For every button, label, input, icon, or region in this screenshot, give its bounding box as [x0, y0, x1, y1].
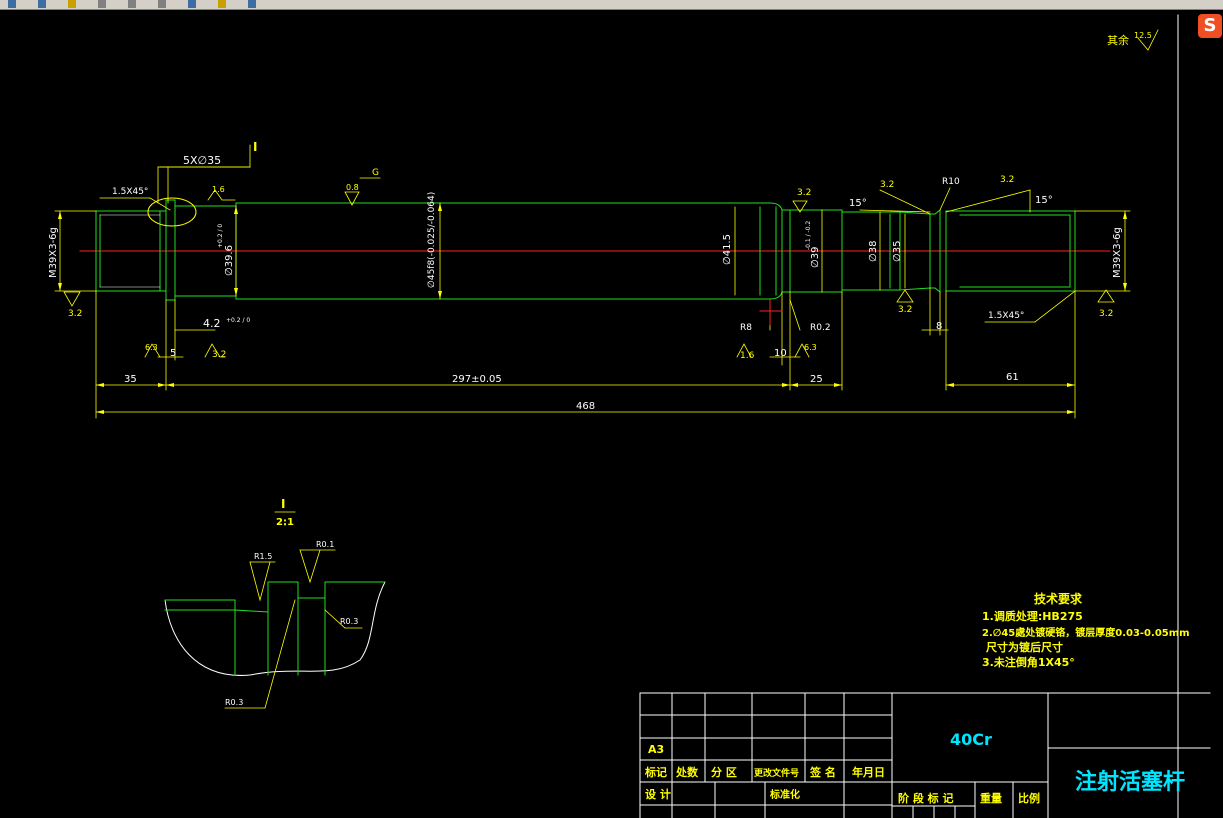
- part-name-label: 注射活塞杆: [1075, 769, 1185, 795]
- finish-note-label: 其余: [1107, 33, 1129, 47]
- zoom-prev-icon[interactable]: [128, 0, 136, 8]
- tb-header-1: 处数: [675, 765, 699, 779]
- properties-icon[interactable]: [158, 0, 166, 8]
- detail-r15: R1.5: [254, 552, 272, 561]
- dim-25: 25: [810, 374, 823, 385]
- thread-right-label: M39X3-6g: [1112, 227, 1123, 278]
- detail-r01: R0.1: [316, 540, 334, 549]
- roughness-r32-mid: 3.2: [212, 350, 226, 360]
- pan-icon[interactable]: [68, 0, 76, 8]
- dia-39-tol: -0.1 / -0.2: [805, 221, 812, 250]
- dim-8: 8: [936, 321, 942, 332]
- roughness-r32-top: 3.2: [797, 188, 811, 198]
- tech-req-line-1: 1.调质处理:HB275: [982, 609, 1083, 623]
- tech-req-line-3: 尺寸为镀后尺寸: [986, 640, 1063, 654]
- tech-req-title: 技术要求: [1034, 591, 1083, 606]
- detail-r03a: R0.3: [340, 617, 358, 626]
- thread-left-label: M39X3-6g: [48, 227, 59, 278]
- detail-r03b: R0.3: [225, 698, 243, 707]
- roughness-r63-right: 6.3: [804, 343, 817, 352]
- dia-38-label: ∅38: [868, 241, 879, 262]
- tb-standardization: 标准化: [769, 788, 800, 801]
- tb-stage-mark: 阶 段 标 记: [898, 791, 954, 805]
- dim-468: 468: [576, 401, 595, 412]
- roughness-r32-left: 3.2: [68, 309, 82, 319]
- chamfer-left-label: 1.5X45°: [112, 187, 148, 197]
- angle-left-label: 15°: [849, 198, 867, 209]
- ime-logo-icon[interactable]: S: [1198, 14, 1222, 38]
- tb-header-3: 更改文件号: [754, 767, 799, 779]
- redo-icon[interactable]: [38, 0, 46, 8]
- detail-circle: [147, 197, 197, 227]
- title-block-grid: [639, 692, 1211, 818]
- design-center-icon[interactable]: [188, 0, 196, 8]
- shaft-outline: [95, 199, 1076, 301]
- dimension-lines: [54, 144, 1131, 419]
- roughness-r16-bottom: 1.6: [740, 351, 755, 361]
- finish-note-value: 12.5: [1134, 31, 1152, 40]
- roughness-symbols: [63, 29, 1159, 358]
- dia-41-5-label: ∅41.5: [722, 234, 733, 265]
- tb-weight: 重量: [980, 791, 1002, 805]
- dim-297: 297±0.05: [452, 374, 502, 385]
- dim-35: 35: [124, 374, 137, 385]
- tb-scale: 比例: [1018, 791, 1040, 805]
- dia-39-label: ∅39: [810, 247, 821, 268]
- section-marker: I: [253, 140, 257, 154]
- roughness-r32-top2: 3.2: [880, 180, 894, 190]
- radius-r8: R8: [740, 323, 752, 333]
- dia-35-label: ∅35: [892, 241, 903, 262]
- angle-right-label: 15°: [1035, 195, 1053, 206]
- dia-39-6-tol: +0.2 / 0: [217, 224, 224, 248]
- tech-req-line-2: 2.∅45處处镀硬铬，镀层厚度0.03-0.05mm: [982, 626, 1190, 639]
- tb-header-2: 分 区: [711, 765, 737, 779]
- tech-req-line-4: 3.未注倒角1X45°: [982, 655, 1075, 669]
- undo-icon[interactable]: [8, 0, 16, 8]
- radius-r10: R10: [942, 177, 960, 187]
- groove-tol: +0.2 / 0: [226, 317, 250, 324]
- dim-61: 61: [1006, 372, 1019, 383]
- roughness-r32-right2: 3.2: [1099, 309, 1113, 319]
- dim-5: 5: [170, 348, 176, 359]
- detail-scale: 2:1: [276, 517, 294, 528]
- dia-45-label: ∅45f8(-0.025/-0.064): [427, 192, 437, 288]
- roughness-r08: 0.8: [346, 183, 359, 192]
- detail-title: I: [281, 497, 285, 511]
- holes-callout: 5X∅35: [183, 154, 221, 167]
- tb-header-0: 标记: [644, 765, 667, 779]
- roughness-r63-left: 6.3: [145, 343, 158, 352]
- roughness-r32-top3: 3.2: [1000, 175, 1014, 185]
- zoom-window-icon[interactable]: [98, 0, 106, 8]
- tb-header-5: 年月日: [852, 765, 885, 779]
- material-label: 40Cr: [950, 730, 992, 749]
- help-icon[interactable]: [248, 0, 256, 8]
- dia-39-6-label: ∅39.6: [224, 245, 235, 276]
- roughness-r08-tag: G: [372, 168, 379, 178]
- chamfer-right-label: 1.5X45°: [988, 311, 1024, 321]
- dim-10: 10: [774, 348, 787, 359]
- tool-palette-icon[interactable]: [218, 0, 226, 8]
- tb-header-4: 签 名: [809, 765, 836, 779]
- roughness-r16-top: 1.6: [212, 185, 225, 194]
- groove-label: 4.2: [203, 317, 221, 330]
- tb-design: 设 计: [645, 787, 671, 801]
- radius-r02: R0.2: [810, 323, 831, 333]
- toolbar: [0, 0, 1223, 10]
- sheet-size: A3: [648, 743, 664, 756]
- detail-view: [164, 524, 386, 676]
- roughness-r32-right: 3.2: [898, 305, 912, 315]
- cad-drawing-canvas[interactable]: 其余 12.5 I 5X∅35 1.5X45° 1.5X45° 1.6 0.8 …: [0, 10, 1223, 818]
